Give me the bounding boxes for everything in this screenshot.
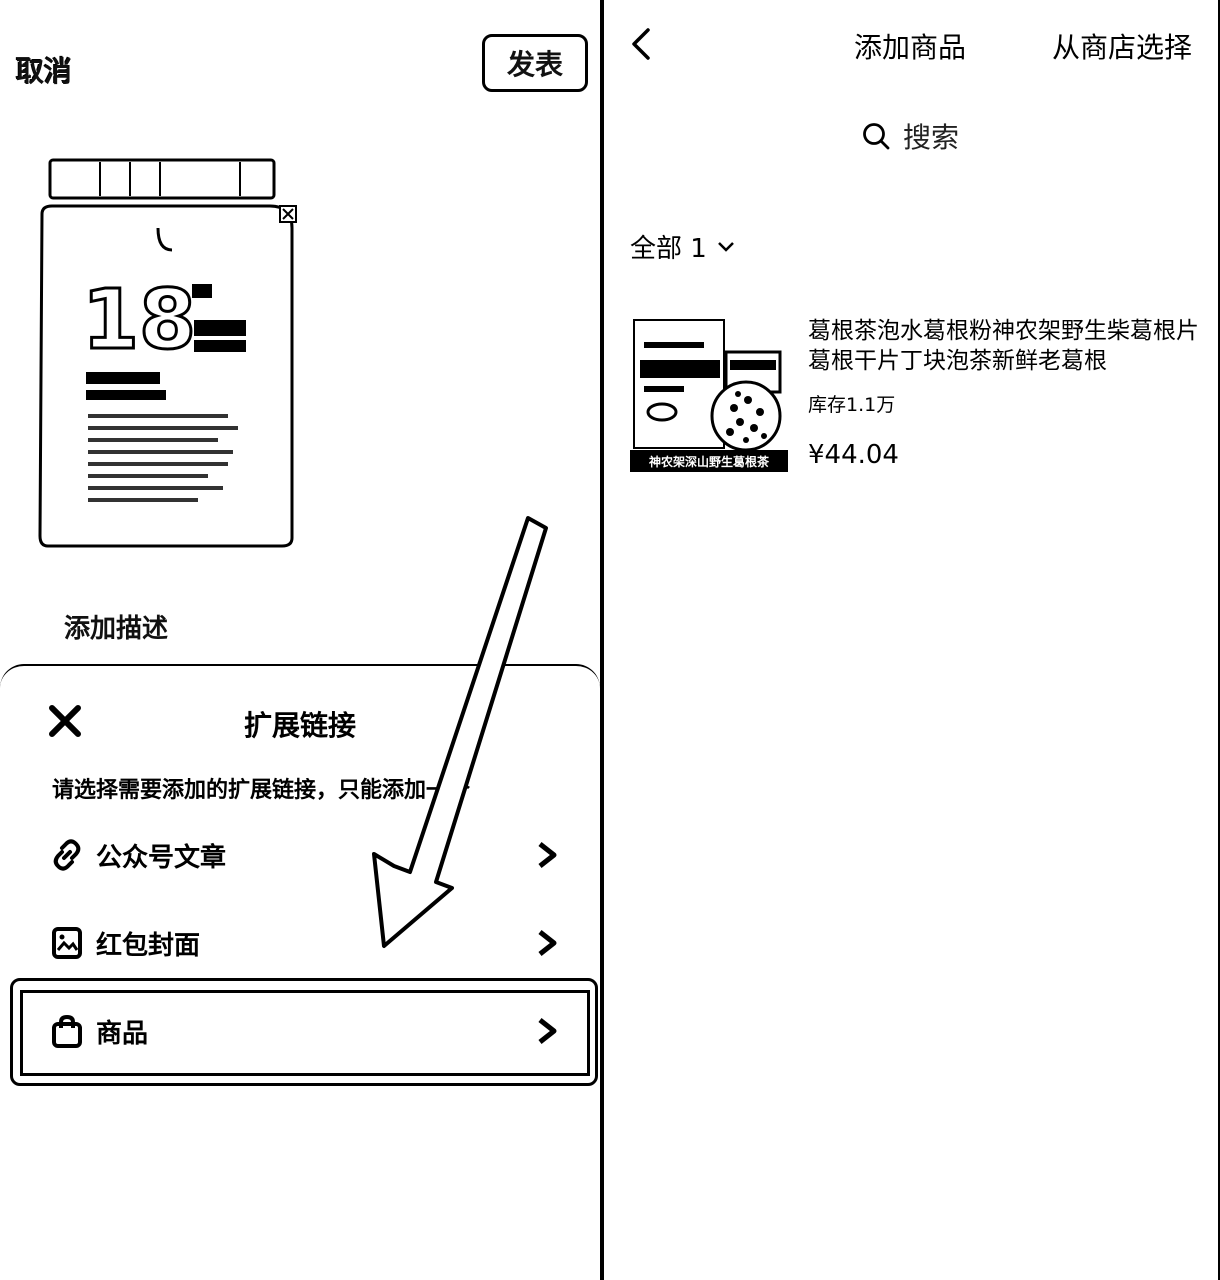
search-bar[interactable]: 搜索 xyxy=(604,116,1216,156)
sheet-item-label: 公众号文章 xyxy=(96,842,227,873)
sheet-hint: 请选择需要添加的扩展链接，只能添加一个 xyxy=(52,778,471,803)
page-title: 添加商品 xyxy=(853,31,966,64)
search-input[interactable]: 搜索 xyxy=(902,121,959,154)
publish-button[interactable]: 发表 xyxy=(482,34,588,92)
select-from-store-button[interactable]: 从商店选择 xyxy=(1051,31,1192,64)
cancel-button[interactable]: 取消 xyxy=(16,55,73,88)
thumbnail-caption: 神农架深山野生葛根茶 xyxy=(649,454,770,469)
chevron-down-icon xyxy=(717,241,734,252)
search-icon xyxy=(863,123,890,150)
product-thumbnail: 神农架深山野生葛根茶 xyxy=(630,319,788,472)
extension-link-sheet: 扩展链接 请选择需要添加的扩展链接，只能添加一个 公众号文章 红包封面 xyxy=(0,664,600,1280)
product-image: 18 xyxy=(38,158,297,548)
product-stock: 库存1.1万 xyxy=(808,394,896,416)
annotation-arrow-icon xyxy=(372,516,548,948)
sheet-item-product[interactable]: 商品 xyxy=(50,1006,560,1056)
product-badge: 18 xyxy=(82,273,196,368)
selection-highlight xyxy=(10,978,598,1086)
add-description-field[interactable]: 添加描述 xyxy=(64,614,169,644)
chevron-right-icon xyxy=(538,1018,557,1044)
category-filter[interactable]: 全部 1 xyxy=(630,228,735,265)
product-name: 葛根茶泡水葛根粉神农架野生柴葛根片葛根干片丁块泡茶新鲜老葛根 xyxy=(808,318,1199,374)
image-icon xyxy=(52,927,82,959)
bag-icon xyxy=(52,1014,82,1048)
product-price: ¥44.04 xyxy=(808,440,899,470)
close-icon[interactable] xyxy=(48,704,82,738)
product-list-item[interactable]: 神农架深山野生葛根茶 葛根茶泡水葛根粉神农架野生柴葛根片葛根干片丁块泡茶新鲜老葛… xyxy=(630,316,1200,486)
chevron-right-icon xyxy=(538,930,557,956)
post-editor-panel: 取消 发表 18 添加描述 扩展链 xyxy=(0,0,600,1280)
sheet-item-red-packet-cover[interactable]: 红包封面 xyxy=(50,918,560,968)
sheet-item-label: 商品 xyxy=(96,1018,149,1049)
chevron-right-icon xyxy=(538,842,557,868)
back-icon[interactable] xyxy=(626,26,654,62)
sheet-item-article[interactable]: 公众号文章 xyxy=(50,830,560,880)
sheet-title: 扩展链接 xyxy=(243,709,356,742)
add-product-panel: 添加商品 从商店选择 搜索 全部 1 xyxy=(604,0,1220,1280)
panel-divider xyxy=(600,0,604,1280)
link-icon xyxy=(53,839,81,871)
filter-label: 全部 1 xyxy=(630,234,707,264)
sheet-item-label: 红包封面 xyxy=(96,930,201,961)
selection-highlight-inner xyxy=(20,990,590,1076)
